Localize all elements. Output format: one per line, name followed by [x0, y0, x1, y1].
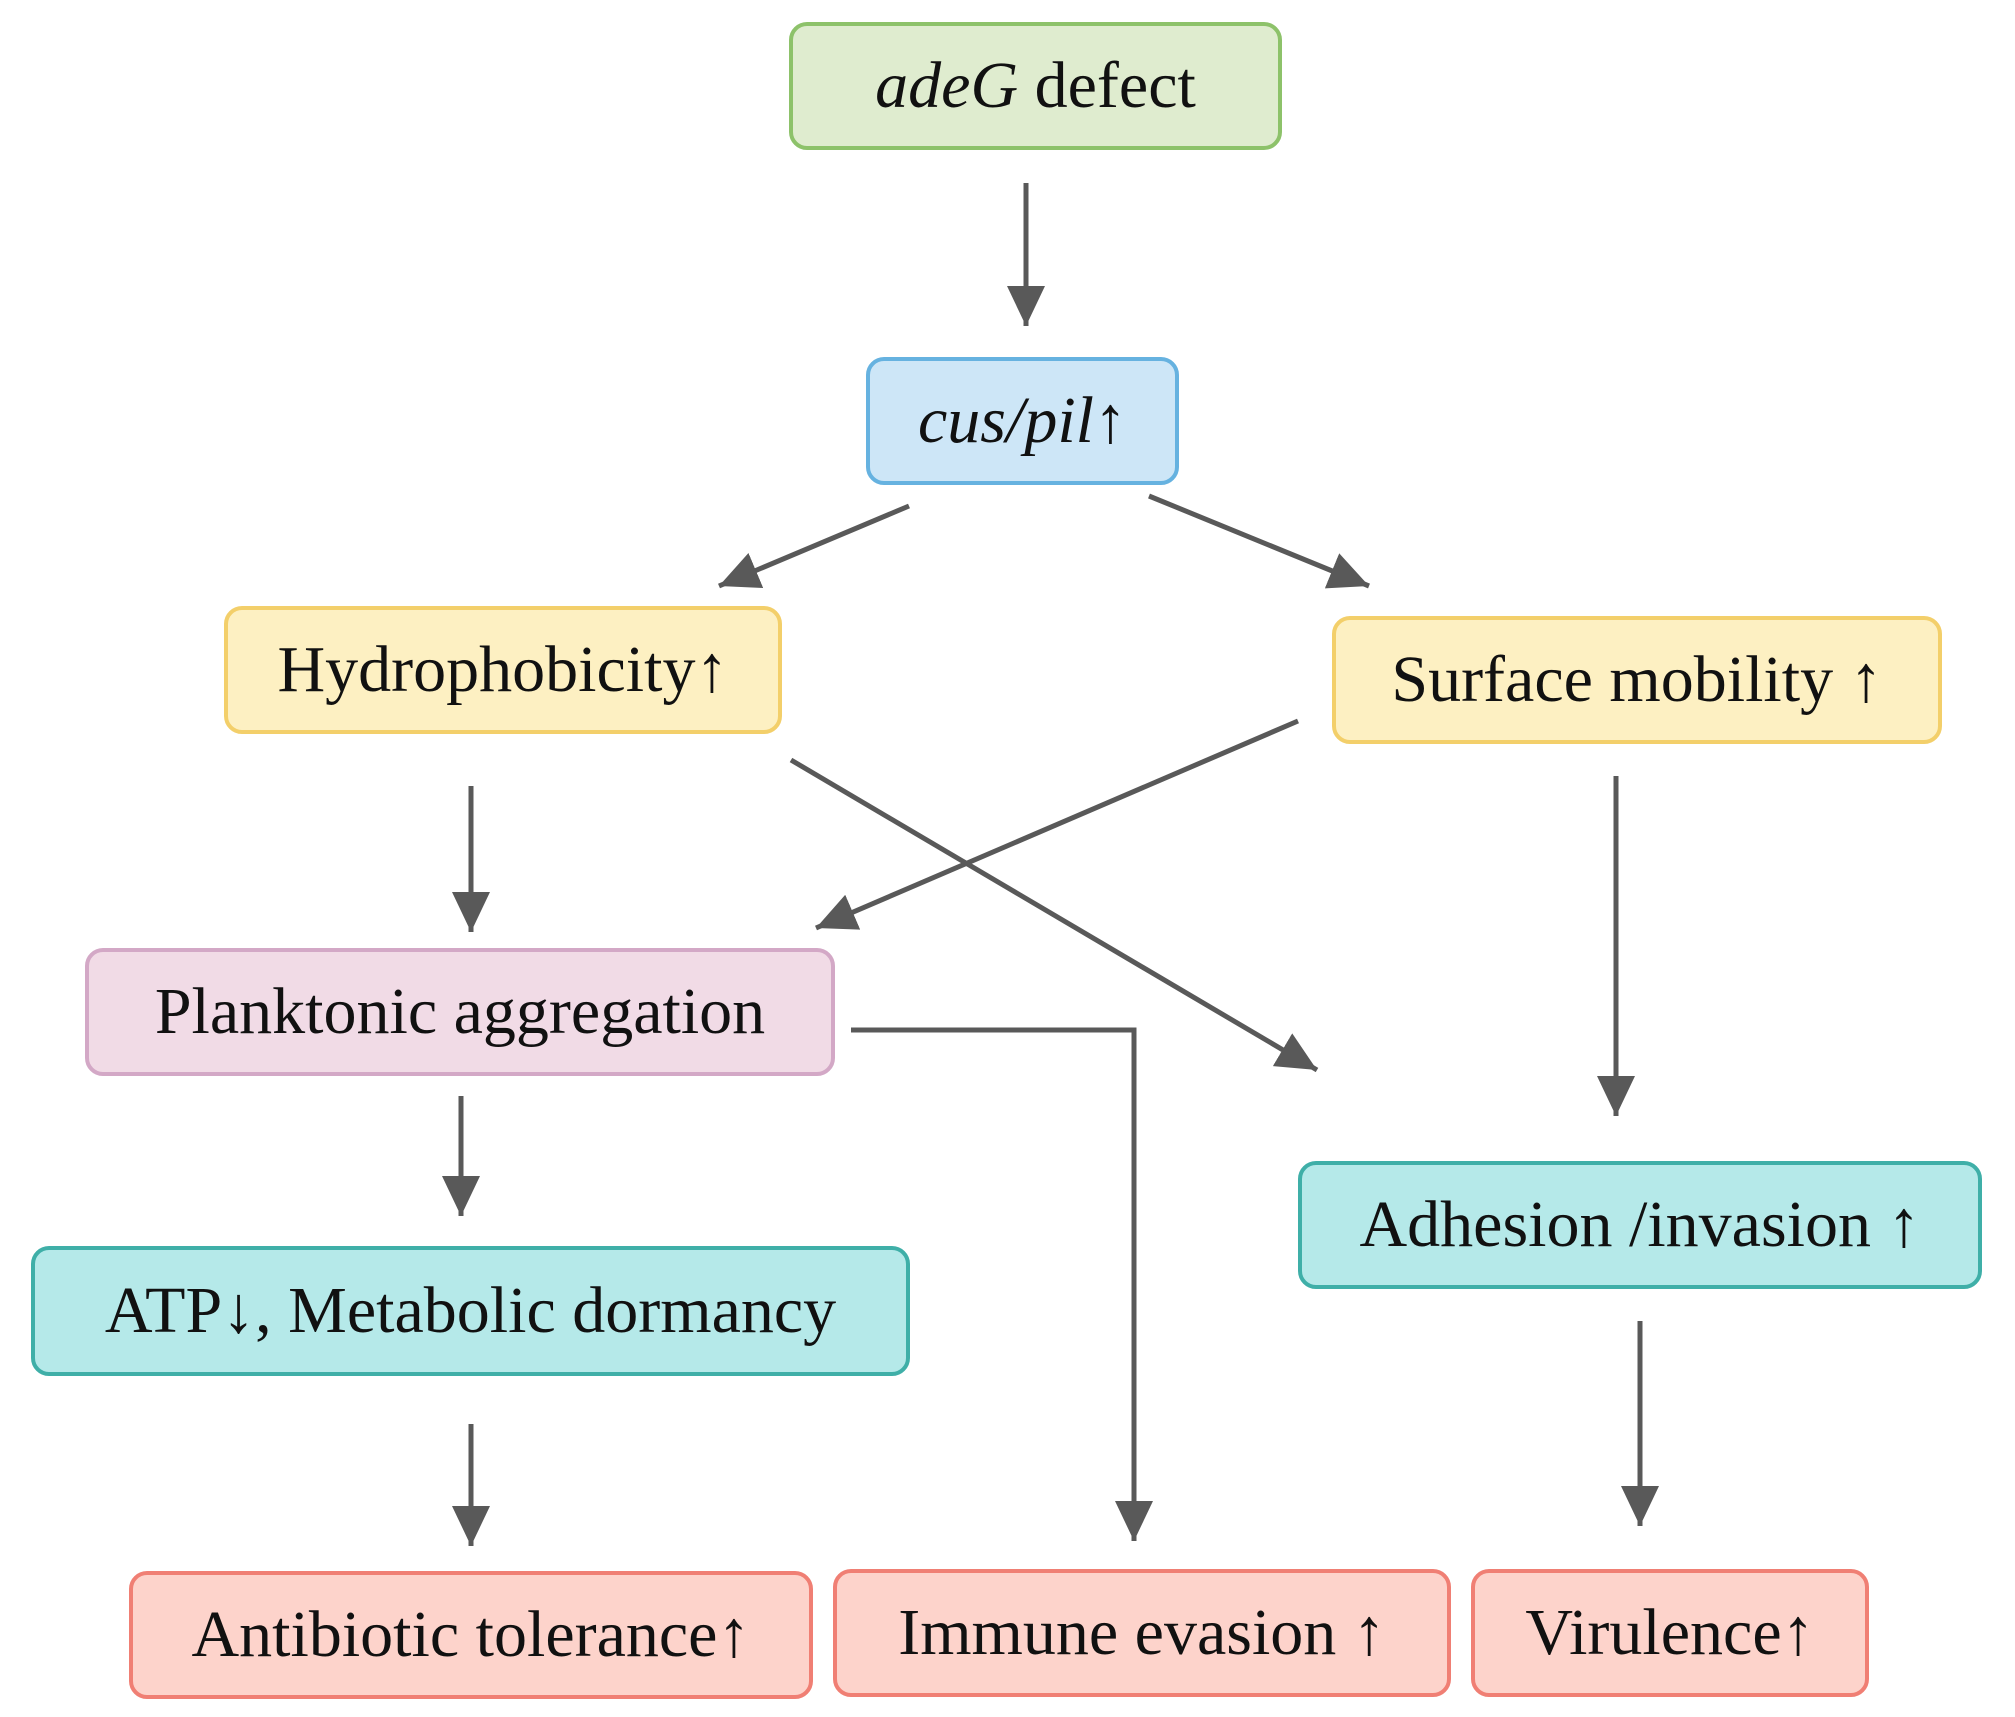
node-atp-dormancy-label: ATP↓, Metabolic dormancy — [104, 1274, 837, 1347]
arrow-planktonic-to-immune-evasion — [851, 1027, 1153, 1541]
node-virulence-label: Virulence↑ — [1525, 1596, 1815, 1669]
node-adeg-defect: adeG defect — [789, 22, 1282, 150]
node-planktonic-aggregation-label: Planktonic aggregation — [154, 975, 766, 1048]
arrow-surface-mobility-to-planktonic — [815, 718, 1299, 931]
node-hydrophobicity: Hydrophobicity↑ — [224, 606, 782, 734]
arrow-cuspil-to-surface-mobility — [1148, 493, 1370, 589]
cus-pil-up-arrow: ↑ — [1094, 384, 1127, 457]
node-immune-evasion: Immune evasion ↑ — [833, 1569, 1451, 1697]
node-surface-mobility: Surface mobility ↑ — [1332, 616, 1942, 744]
arrow-hydrophobicity-to-adhesion — [789, 757, 1319, 1073]
node-adhesion-invasion-label: Adhesion /invasion ↑ — [1359, 1188, 1921, 1261]
node-planktonic-aggregation: Planktonic aggregation — [85, 948, 835, 1076]
arrow-cuspil-to-hydrophobicity — [718, 503, 910, 589]
node-cus-pil-label: cus/pil↑ — [918, 388, 1127, 454]
node-immune-evasion-label: Immune evasion ↑ — [898, 1596, 1386, 1669]
node-atp-dormancy: ATP↓, Metabolic dormancy — [31, 1246, 910, 1376]
node-antibiotic-tolerance: Antibiotic tolerance↑ — [129, 1571, 813, 1699]
node-hydrophobicity-label: Hydrophobicity↑ — [277, 633, 729, 706]
node-antibiotic-tolerance-label: Antibiotic tolerance↑ — [191, 1598, 751, 1671]
node-virulence: Virulence↑ — [1471, 1569, 1869, 1697]
node-adeg-defect-label: adeG defect — [875, 53, 1196, 119]
cus-pil-gene-names: cus/pil — [918, 384, 1094, 457]
node-adhesion-invasion: Adhesion /invasion ↑ — [1298, 1161, 1982, 1289]
adeg-defect-text: defect — [1018, 49, 1196, 122]
adeg-gene-name: adeG — [875, 49, 1019, 122]
node-surface-mobility-label: Surface mobility ↑ — [1391, 643, 1883, 716]
node-cus-pil: cus/pil↑ — [866, 357, 1179, 485]
